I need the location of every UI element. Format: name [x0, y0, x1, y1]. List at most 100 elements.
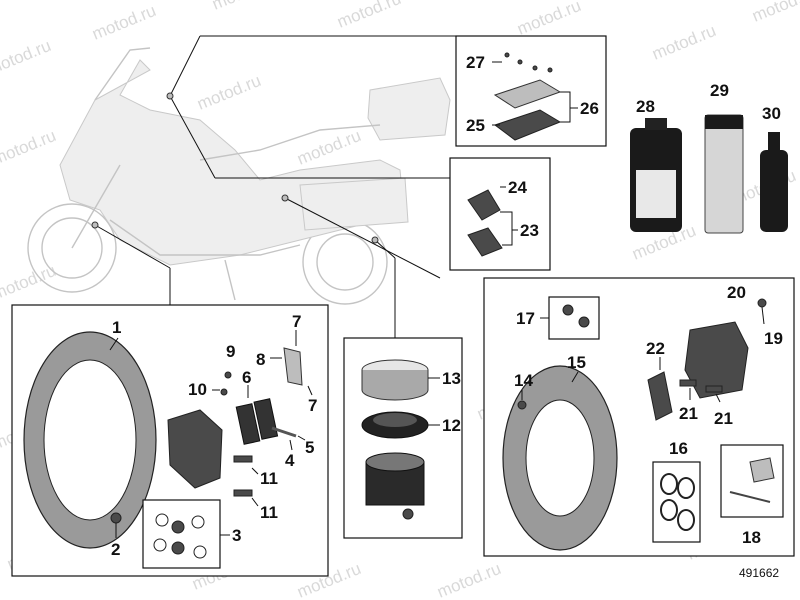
reservoir-nipple [402, 508, 414, 520]
screw [517, 59, 523, 65]
caliper-bolt [233, 455, 253, 463]
callout-11: 11 [260, 503, 278, 522]
callout-8: 8 [256, 350, 265, 369]
grease-tube [760, 150, 788, 232]
seal-ring [677, 477, 695, 499]
pad-pin [729, 491, 771, 503]
callout-20: 20 [727, 283, 746, 302]
seal-ring-box [652, 461, 701, 543]
pointer-dot [371, 236, 379, 244]
caliper-bolt [679, 379, 697, 387]
leader-line [307, 385, 313, 396]
callout-19: 19 [764, 329, 783, 348]
leader-line [289, 439, 293, 451]
leader-line [297, 435, 306, 441]
callout-6: 6 [242, 368, 251, 387]
rear-brake-caliper [684, 321, 749, 399]
bleed-valve-cap [562, 304, 574, 316]
pad-retainer-box [720, 444, 784, 518]
callout-7: 7 [292, 312, 301, 331]
leader-line [169, 35, 201, 97]
exhaust-line [109, 219, 301, 256]
watermark: motod.ru [0, 126, 59, 169]
screw [532, 65, 538, 71]
leader-line [109, 337, 119, 351]
seal-ring [191, 515, 205, 529]
leader-line [715, 393, 721, 403]
callout-17: 17 [516, 309, 535, 328]
leader-line [169, 95, 216, 179]
callout-4: 4 [285, 451, 295, 470]
callout-5: 5 [305, 438, 314, 457]
caliper-piston [171, 541, 185, 555]
callout-15: 15 [567, 353, 586, 372]
callout-14: 14 [514, 371, 533, 390]
callout-22: 22 [646, 339, 665, 358]
leader-line [94, 224, 171, 269]
seat-line [199, 124, 381, 161]
seal-ring [153, 538, 167, 552]
leader-lines [91, 35, 456, 338]
pad-pin [271, 426, 297, 438]
rear-brake-panel: 15 14 17 22 20 19 21 21 16 18 [483, 277, 795, 557]
pad-spring [283, 347, 303, 386]
motorcycle-illustration [27, 47, 451, 305]
seal-ring [660, 499, 678, 521]
brake-pad [235, 403, 261, 445]
callout-28: 28 [636, 97, 655, 116]
bottle-label [636, 170, 676, 218]
callout-11: 11 [260, 469, 278, 488]
box-frame [449, 157, 551, 271]
callout-21: 21 [679, 404, 698, 423]
windscreen [94, 47, 151, 101]
disc-screw [517, 400, 527, 410]
watermark: motod.ru [749, 0, 800, 26]
screw [504, 52, 510, 58]
spray-can [704, 114, 744, 234]
seal-ring [677, 509, 695, 531]
tube-nozzle [768, 132, 780, 152]
leader-line [571, 371, 579, 383]
pointer-dot [91, 221, 99, 229]
can-top [705, 115, 743, 129]
seal-ring [155, 513, 169, 527]
top-case [367, 77, 451, 141]
callout-13: 13 [442, 369, 461, 388]
bleed-valve [578, 316, 590, 328]
callout-24: 24 [508, 178, 527, 197]
callout-1: 1 [112, 318, 121, 337]
front-wheel-rim [41, 217, 103, 279]
seal-ring [193, 545, 207, 559]
leader-line [251, 497, 259, 507]
callout-7: 7 [308, 396, 317, 415]
caliper-pin [757, 298, 767, 308]
reservoir-cover-box: 27 25 26 [455, 35, 607, 147]
callout-9: 9 [226, 342, 235, 361]
bottle-cap [645, 118, 667, 130]
disc-bolt [110, 512, 122, 524]
callout-29: 29 [710, 81, 729, 100]
callout-2: 2 [111, 540, 120, 559]
callout-18: 18 [742, 528, 761, 547]
watermark: motod.ru [209, 0, 278, 14]
callout-16: 16 [669, 439, 688, 458]
callout-30: 30 [762, 104, 781, 123]
front-brake-panel: 1 2 3 11 11 6 9 10 8 7 7 [11, 304, 329, 577]
bleed-valve-box [548, 296, 600, 340]
seal-kit-box [142, 499, 221, 569]
watermark: motod.ru [194, 71, 263, 114]
caliper-bolt [233, 489, 253, 497]
callout-26: 26 [580, 99, 599, 118]
bracket [560, 91, 571, 123]
bleed-cap [224, 371, 232, 379]
caliper-bolt [705, 385, 723, 393]
pannier [299, 177, 409, 231]
leader-line [251, 467, 259, 475]
leader-line [284, 197, 441, 279]
watermark: motod.ru [89, 1, 158, 44]
watermark: motod.ru [0, 36, 54, 79]
pad-cover-box: 24 23 [449, 157, 551, 271]
callout-3: 3 [232, 526, 241, 545]
diaphragm-inner [373, 413, 417, 427]
